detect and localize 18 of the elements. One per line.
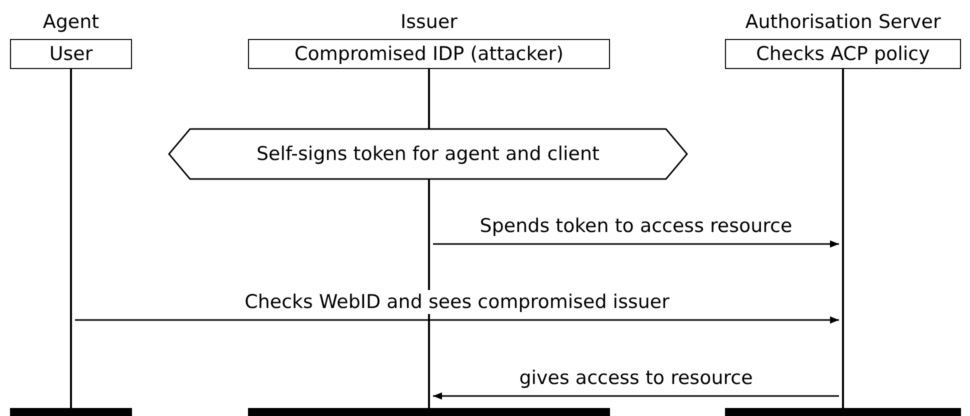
- lifeline: [70, 69, 72, 408]
- message-arrow: [433, 240, 839, 248]
- participant-box: User: [10, 39, 132, 69]
- lifeline-end-bar: [10, 408, 132, 416]
- participant-name: Authorisation Server: [744, 10, 942, 34]
- participant-name: Issuer: [400, 10, 458, 34]
- participant-name: Agent: [42, 10, 100, 34]
- participant-box: Checks ACP policy: [725, 39, 961, 69]
- lifeline-end-bar: [725, 408, 961, 416]
- lifeline: [842, 69, 844, 408]
- lifeline: [428, 69, 430, 129]
- action-hexagon: Self-signs token for agent and client: [168, 128, 688, 180]
- message-arrow: [433, 392, 839, 400]
- message-arrow: [75, 316, 839, 324]
- edge-label: Checks WebID and sees compromised issuer: [242, 290, 672, 314]
- lifeline: [428, 179, 430, 408]
- lifeline-end-bar: [248, 408, 610, 416]
- participant-box: Compromised IDP (attacker): [248, 39, 610, 69]
